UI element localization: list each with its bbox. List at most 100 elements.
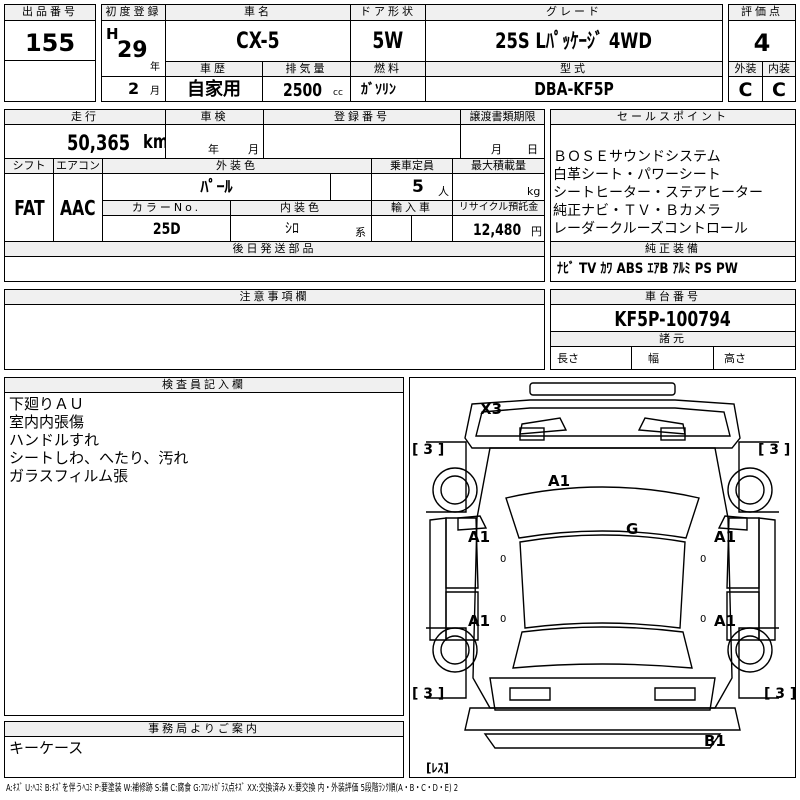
ext-color: ﾊﾟｰﾙ [200, 177, 233, 196]
transfer-doc-cell: 月 日 [460, 124, 545, 159]
inspector-note: ガラスフィルム張 [9, 467, 129, 485]
import-header: 輸入車 [371, 200, 453, 216]
damage-mark: G [626, 520, 638, 538]
equip-item: ｴｱB [647, 261, 669, 277]
specs-length: 長さ [557, 352, 579, 365]
reg-no-cell [263, 124, 461, 159]
first-reg-year-unit: 年 [150, 62, 160, 73]
capacity-header: 乗車定員 [371, 158, 453, 174]
ext-color-cell-2 [330, 173, 372, 201]
inspector-note: シートしわ、へたり、汚れ [9, 449, 189, 467]
equip-item: TV [578, 261, 597, 277]
first-reg-era: H [106, 25, 119, 43]
grade: 25S Lﾊﾟｯｹｰｼﾞ 4WD [495, 29, 653, 53]
spare-tire: [ﾚｽ] [426, 761, 449, 775]
exterior-grade-cell: C [728, 76, 763, 102]
car-name-header: 車名 [165, 4, 351, 21]
int-color-header: 内装色 [230, 200, 372, 216]
office-notice: キーケース [9, 739, 84, 757]
model-code-header: 型式 [425, 61, 723, 77]
inspection-header: 車検 [165, 109, 264, 125]
specs-width-cell: 幅 [631, 346, 714, 370]
displacement-header: 排気量 [262, 61, 351, 77]
aircon-header: エアコン [53, 158, 103, 174]
std-equip-cell: ﾅﾋﾞ TV ｶﾜ ABS ｴｱB ｱﾙﾐ PS PW [550, 256, 796, 282]
equip-item: ﾅﾋﾞ [557, 261, 575, 277]
color-no-header: カラーNo. [102, 200, 231, 216]
grade-cell: 25S Lﾊﾟｯｹｰｼﾞ 4WD [425, 20, 723, 62]
reg-no-header: 登録番号 [263, 109, 461, 125]
fuel-cell: ｶﾞｿﾘﾝ [350, 76, 426, 102]
caution-cell [4, 304, 545, 370]
lot-no-lower [4, 60, 96, 102]
int-color-cell: ｼﾛ 系 [230, 215, 372, 242]
score-cell: 4 [728, 20, 796, 62]
int-color: ｼﾛ [285, 221, 299, 237]
equip-item: ｶﾜ [600, 261, 613, 277]
displacement-unit: cc [333, 88, 343, 98]
displacement-cell: 2500 cc [262, 76, 351, 102]
aircon-cell: AAC [53, 173, 103, 242]
mileage-header: 走行 [4, 109, 166, 125]
import-cell-2 [411, 215, 453, 242]
capacity-cell: 5 人 [371, 173, 453, 201]
exterior-grade-header: 外装 [728, 61, 763, 77]
interior-grade: C [772, 79, 786, 101]
grade-header: グレード [425, 4, 723, 21]
chassis-no-header: 車台番号 [550, 289, 796, 305]
car-diagram: X3 A1 G A1 A1 A1 A1 B1 [ 3 ] [ 3 ] [ 3 ]… [412, 382, 795, 775]
import-cell [371, 215, 412, 242]
inspector-note: ハンドルすれ [9, 431, 100, 449]
inspection-cell: 年 月 [165, 124, 264, 159]
color-no-cell: 25D [102, 215, 231, 242]
specs-header: 諸元 [550, 331, 796, 347]
std-equip-header: 純正装備 [550, 241, 796, 257]
sales-point-list: ＢＯＳＥサウンドシステム 白革シート・パワーシート シートヒーター・ステアヒータ… [553, 148, 763, 238]
transfer-day-unit: 日 [527, 143, 538, 156]
office-notice-cell: キーケース [4, 736, 404, 778]
damage-mark: X3 [480, 400, 502, 418]
inspector-notes-list: 下廻りＡＵ 室内内張傷 ハンドルすれ シートしわ、へたり、汚れ ガラスフィルム張 [9, 395, 188, 485]
first-reg-month-cell: 2 月 [101, 76, 166, 102]
sales-point-item: ＢＯＳＥサウンドシステム [553, 149, 721, 165]
score: 4 [753, 29, 771, 57]
score-header: 評価点 [728, 4, 796, 21]
tire-condition: [ 3 ] [764, 686, 795, 702]
int-color-unit: 系 [355, 226, 366, 239]
first-reg-month: 2 [128, 79, 140, 98]
shift-cell: FAT [4, 173, 54, 242]
model-code: DBA-KF5P [534, 79, 614, 100]
door-zero: 0 [500, 614, 506, 625]
caution-header: 注意事項欄 [4, 289, 545, 305]
history-cell: 自家用 [165, 76, 263, 102]
shift-header: シフト [4, 158, 54, 174]
later-parts-cell [4, 256, 545, 282]
ext-color-cell: ﾊﾟｰﾙ [102, 173, 331, 201]
shift: FAT [13, 196, 45, 220]
std-equip-list: ﾅﾋﾞ TV ｶﾜ ABS ｴｱB ｱﾙﾐ PS PW [557, 262, 770, 276]
capacity-unit: 人 [438, 185, 449, 198]
sales-point-item: 純正ナビ・ＴＶ・Ｂカメラ [553, 203, 721, 219]
max-load-cell: kg [452, 173, 545, 201]
first-reg-cell: H 29 年 [101, 20, 166, 77]
door-type: 5W [372, 29, 404, 54]
capacity: 5 [412, 177, 424, 197]
mileage: 50,365 [67, 131, 131, 155]
lot-no: 155 [24, 29, 76, 57]
interior-grade-cell: C [762, 76, 796, 102]
equip-item: ｱﾙﾐ [672, 261, 691, 277]
car-name: CX-5 [236, 29, 280, 54]
chassis-no: KF5P-100794 [614, 307, 732, 331]
inspector-notes-cell: 下廻りＡＵ 室内内張傷 ハンドルすれ シートしわ、へたり、汚れ ガラスフィルム張 [4, 392, 404, 716]
displacement: 2500 [283, 80, 323, 101]
specs-height-cell: 高さ [713, 346, 796, 370]
transfer-month-unit: 月 [491, 143, 502, 156]
later-parts-header: 後日発送部品 [4, 241, 545, 257]
car-diagram-frame: X3 A1 G A1 A1 A1 A1 B1 [ 3 ] [ 3 ] [ 3 ]… [409, 377, 796, 778]
inspection-month-unit: 月 [248, 143, 259, 156]
sales-point-item: 白革シート・パワーシート [553, 167, 721, 183]
fuel-header: 燃料 [350, 61, 426, 77]
office-notice-header: 事務局よりご案内 [4, 721, 404, 737]
sales-point-header: セールスポイント [550, 109, 796, 125]
specs-height: 高さ [724, 352, 746, 365]
